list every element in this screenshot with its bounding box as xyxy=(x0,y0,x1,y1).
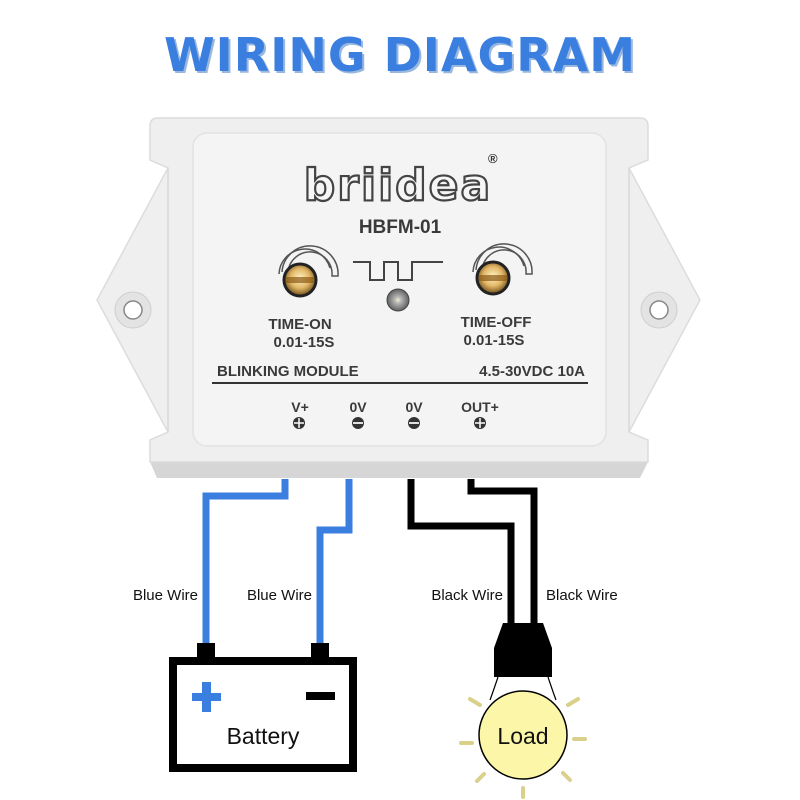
plus-screw-icon xyxy=(474,417,486,429)
time-on-range: 0.01-15S xyxy=(274,334,335,351)
battery-terminal-negative xyxy=(311,643,329,658)
square-wave-icon xyxy=(353,261,443,281)
status-led xyxy=(386,288,410,312)
blue-wire-negative xyxy=(316,479,353,646)
registered-mark: ® xyxy=(488,151,498,166)
time-on-label: TIME-ON xyxy=(268,316,331,333)
battery-body xyxy=(169,657,357,772)
minus-screw-icon xyxy=(408,417,420,429)
terminal-out-plus: OUT+ xyxy=(461,399,499,429)
minus-screw-icon xyxy=(352,417,364,429)
load-bulb: Load xyxy=(459,623,587,799)
wire-label: Black Wire xyxy=(431,587,503,604)
module-rating: 4.5-30VDC 10A xyxy=(479,363,585,380)
time-off-knob[interactable] xyxy=(472,243,533,296)
minus-icon xyxy=(306,692,335,700)
blinking-module: briidea ® HBFM-01 TIME-ON 0.01-15S TIME-… xyxy=(96,117,701,478)
battery: Battery xyxy=(169,643,357,772)
terminal-0v-2: 0V xyxy=(405,399,423,429)
mounting-hole-right xyxy=(640,291,678,329)
time-off-range: 0.01-15S xyxy=(464,332,525,349)
bulb-globe xyxy=(478,690,568,780)
module-bottom-edge xyxy=(150,462,648,478)
bulb-socket xyxy=(494,623,552,677)
plus-icon xyxy=(192,682,221,712)
wire-label: Blue Wire xyxy=(247,587,312,604)
battery-label: Battery xyxy=(227,723,300,749)
terminal-label: 0V xyxy=(349,399,367,415)
terminal-v-plus: V+ xyxy=(291,399,309,429)
module-description: BLINKING MODULE xyxy=(217,363,359,380)
terminal-label: OUT+ xyxy=(461,399,499,415)
load-label: Load xyxy=(497,723,548,749)
terminal-label: V+ xyxy=(291,399,309,415)
mounting-hole-left xyxy=(114,291,152,329)
wire-label: Black Wire xyxy=(546,587,618,604)
plus-screw-icon xyxy=(293,417,305,429)
model-number: HBFM-01 xyxy=(359,217,442,238)
wire-label: Blue Wire xyxy=(133,587,198,604)
terminal-label: 0V xyxy=(405,399,423,415)
brand-logo: briidea xyxy=(304,160,492,211)
black-wire-1 xyxy=(407,479,515,628)
time-off-label: TIME-OFF xyxy=(461,314,532,331)
terminal-0v-1: 0V xyxy=(349,399,367,429)
blue-wire-positive xyxy=(202,479,289,646)
diagram-title: WIRING DIAGRAM xyxy=(163,28,637,82)
light-rays-icon xyxy=(459,697,587,799)
time-on-knob[interactable] xyxy=(278,245,339,298)
black-wire-2 xyxy=(467,479,538,628)
battery-terminal-positive xyxy=(197,643,215,658)
